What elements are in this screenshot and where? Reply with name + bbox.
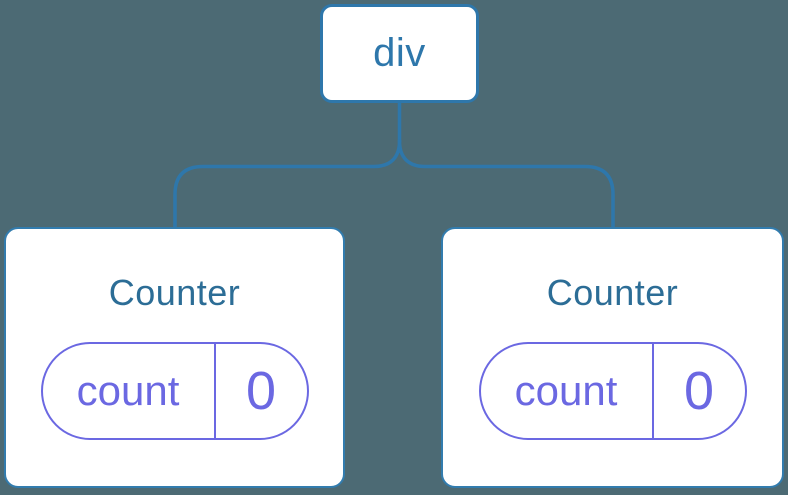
state-pill: count 0 [40, 342, 309, 440]
root-node-div: div [320, 4, 479, 103]
state-key-label: count [43, 344, 216, 438]
state-value: 0 [683, 361, 715, 421]
component-title: Counter [108, 272, 241, 313]
state-value: 0 [245, 361, 277, 421]
root-node-label: div [373, 31, 426, 75]
connector-branch-left [173, 139, 402, 229]
state-pill: count 0 [478, 342, 747, 440]
connector-branch-right [397, 139, 615, 229]
counter-card-right: Counter count 0 [441, 227, 784, 488]
component-title: Counter [546, 272, 679, 313]
counter-card-left: Counter count 0 [4, 227, 345, 488]
state-key-label: count [481, 344, 654, 438]
